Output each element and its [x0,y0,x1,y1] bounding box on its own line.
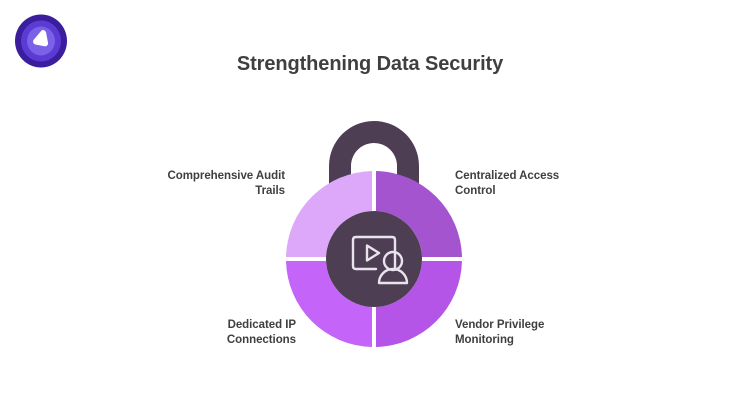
callout-line-2: Control [455,185,496,197]
play-triangle [365,244,381,262]
callout-line-1: Comprehensive Audit [167,170,286,182]
padlock-diagram [262,92,486,360]
callout-line-2: Connections [226,334,296,346]
brand-logo[interactable] [14,14,68,68]
page-title: Strengthening Data Security [236,53,504,75]
callout-label-top-right: Centralized Access Control [455,169,635,199]
callout-label-top-left: Comprehensive Audit Trails [110,169,286,199]
screen-outline [351,235,397,270]
callout-line-1: Vendor Privilege [455,319,545,331]
callout-label-bottom-right: Vendor Privilege Monitoring [455,318,635,348]
callout-line-1: Centralized Access [455,170,560,182]
padlock-shackle [329,121,419,202]
video-screen-play-person-icon [351,235,409,285]
logo-play-mark [33,30,49,47]
segment-top-left [286,171,372,257]
callout-line-2: Monitoring [455,334,514,346]
segment-bottom-left [286,261,372,347]
person-shoulders [377,267,409,285]
segment-top-right [376,171,462,257]
hub-circle [326,211,422,307]
callout-line-1: Dedicated IP [227,319,296,331]
donut-segments [286,171,462,347]
callout-label-bottom-left: Dedicated IP Connections [110,318,296,348]
callout-line-2: Trails [255,185,285,197]
segment-bottom-right [376,261,462,347]
